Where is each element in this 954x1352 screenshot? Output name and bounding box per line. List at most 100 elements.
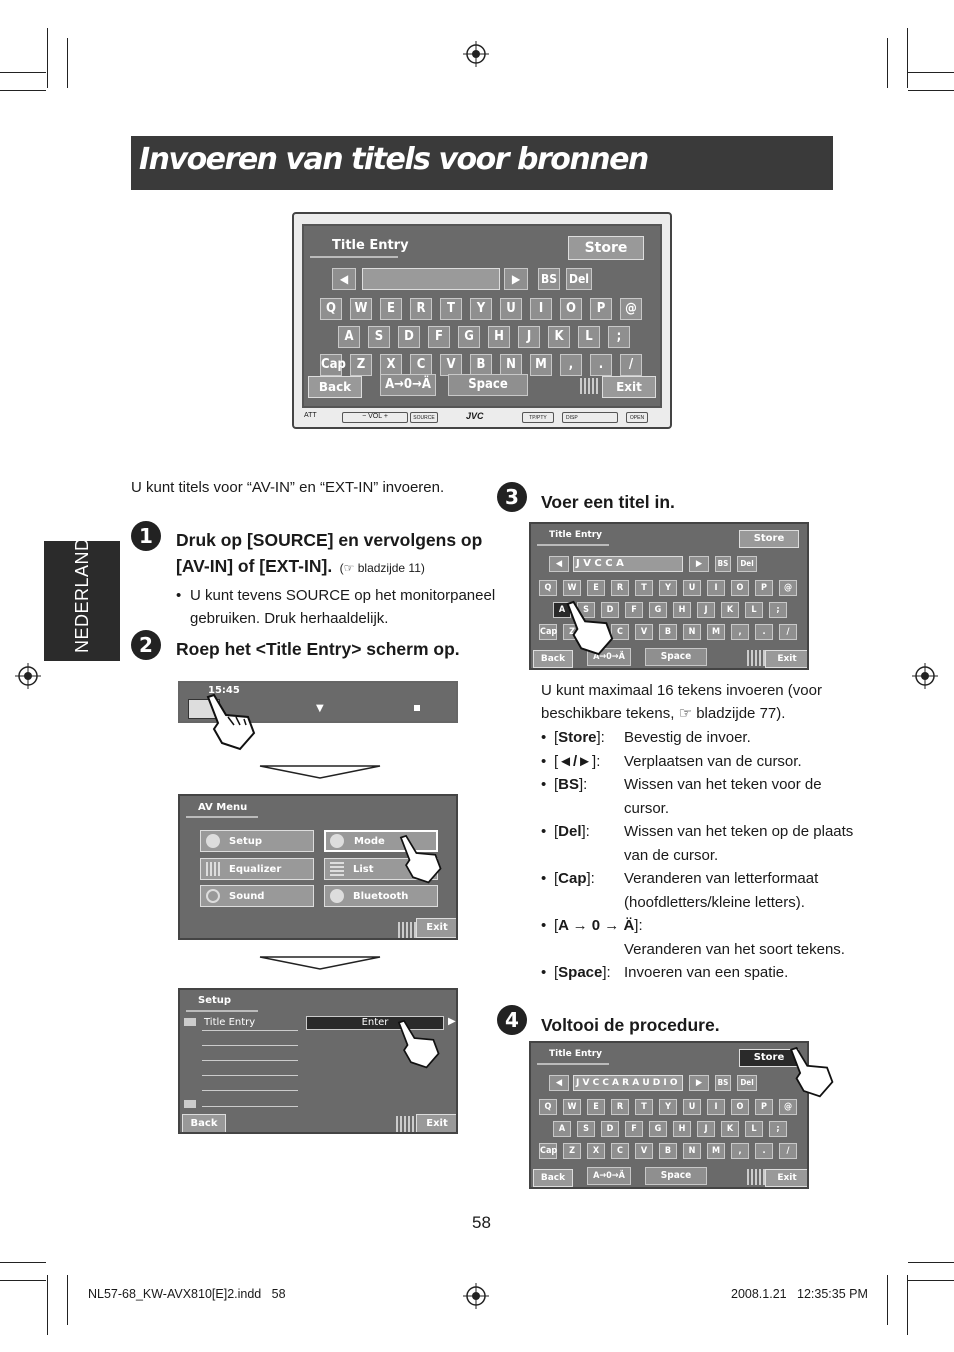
setup-exit-button[interactable]: Exit [416,1114,456,1132]
kb4-key-1-5[interactable]: H [673,1121,691,1137]
main-key-1-0[interactable]: A [338,326,360,348]
main-key-0-3[interactable]: R [410,298,432,320]
main-key-0-4[interactable]: T [440,298,462,320]
kb3-input-field[interactable]: J V C C A [573,556,683,572]
main-key-2-7[interactable]: M [530,354,552,376]
kb3-key-2-3[interactable]: C [611,624,629,640]
kb4-key-0-9[interactable]: P [755,1099,773,1115]
kb4-key-2-7[interactable]: M [707,1143,725,1159]
kb3-key-2-7[interactable]: M [707,624,725,640]
bluetooth-menu-item[interactable]: Bluetooth [324,885,438,907]
main-key-2-2[interactable]: X [380,354,402,376]
kb3-space[interactable]: Space [645,648,707,666]
kb3-key-0-6[interactable]: U [683,580,701,596]
av-exit-button[interactable]: Exit [416,918,456,938]
disp-button[interactable]: DISP [562,412,618,423]
kb3-key-0-1[interactable]: W [563,580,581,596]
space-button[interactable]: Space [448,374,528,396]
main-key-2-10[interactable]: / [620,354,642,376]
kb4-key-2-3[interactable]: C [611,1143,629,1159]
kb4-bs[interactable]: BS [715,1075,731,1091]
kb3-key-1-4[interactable]: G [649,602,667,618]
main-key-2-5[interactable]: B [470,354,492,376]
main-key-1-1[interactable]: S [368,326,390,348]
back-button[interactable]: Back [308,376,362,398]
cursor-left-button[interactable]: ◀ [332,268,356,290]
kb4-key-1-6[interactable]: J [697,1121,715,1137]
kb3-key-0-2[interactable]: E [587,580,605,596]
main-key-2-6[interactable]: N [500,354,522,376]
kb4-key-1-1[interactable]: S [577,1121,595,1137]
kb3-del[interactable]: Del [737,556,757,572]
kb4-key-2-8[interactable]: , [731,1143,749,1159]
kb3-key-0-8[interactable]: O [731,580,749,596]
volume-button[interactable]: − VOL + [342,412,408,423]
kb4-key-0-5[interactable]: Y [659,1099,677,1115]
main-key-2-9[interactable]: . [590,354,612,376]
kb4-key-0-8[interactable]: O [731,1099,749,1115]
kb4-key-0-2[interactable]: E [587,1099,605,1115]
kb3-key-2-9[interactable]: . [755,624,773,640]
kb3-key-2-10[interactable]: / [779,624,797,640]
kb4-mode[interactable]: A→0→Ä [587,1167,631,1185]
source-button[interactable]: SOURCE [410,412,438,423]
kb3-key-2-6[interactable]: N [683,624,701,640]
main-key-2-1[interactable]: Z [350,354,372,376]
main-key-0-10[interactable]: @ [620,298,642,320]
kb3-key-1-8[interactable]: L [745,602,763,618]
kb4-key-2-0[interactable]: Cap [539,1143,557,1159]
kb3-key-0-7[interactable]: I [707,580,725,596]
scroll-down-icon[interactable] [184,1100,196,1108]
main-key-2-0[interactable]: Cap [320,354,346,376]
att-button[interactable]: ATT [304,412,317,419]
kb3-key-0-9[interactable]: P [755,580,773,596]
kb4-left[interactable]: ◀ [549,1075,569,1091]
kb3-key-0-10[interactable]: @ [779,580,797,596]
kb4-key-2-6[interactable]: N [683,1143,701,1159]
cursor-right-button[interactable]: ▶ [504,268,528,290]
kb3-key-0-0[interactable]: Q [539,580,557,596]
main-key-0-7[interactable]: I [530,298,552,320]
backspace-button[interactable]: BS [538,268,560,290]
kb4-key-1-0[interactable]: A [553,1121,571,1137]
kb4-key-0-7[interactable]: I [707,1099,725,1115]
kb4-key-1-8[interactable]: L [745,1121,763,1137]
kb3-store-button[interactable]: Store [739,530,799,548]
kb4-store-button[interactable]: Store [739,1049,799,1067]
main-key-1-4[interactable]: G [458,326,480,348]
kb4-right[interactable]: ▶ [689,1075,709,1091]
kb3-key-2-4[interactable]: V [635,624,653,640]
main-key-1-9[interactable]: ; [608,326,630,348]
main-key-0-2[interactable]: E [380,298,402,320]
kb3-bs[interactable]: BS [715,556,731,572]
main-key-1-7[interactable]: K [548,326,570,348]
main-key-2-3[interactable]: C [410,354,432,376]
kb4-key-1-3[interactable]: F [625,1121,643,1137]
kb3-exit[interactable]: Exit [765,650,807,668]
main-key-2-4[interactable]: V [440,354,462,376]
kb3-key-1-7[interactable]: K [721,602,739,618]
kb4-key-2-1[interactable]: Z [563,1143,581,1159]
main-key-0-1[interactable]: W [350,298,372,320]
equalizer-menu-item[interactable]: Equalizer [200,858,314,880]
tp-pty-button[interactable]: TP/PTY [522,412,554,423]
main-key-1-5[interactable]: H [488,326,510,348]
main-key-1-6[interactable]: J [518,326,540,348]
main-key-0-0[interactable]: Q [320,298,342,320]
kb3-key-1-2[interactable]: D [601,602,619,618]
kb4-key-1-9[interactable]: ; [769,1121,787,1137]
kb4-key-1-4[interactable]: G [649,1121,667,1137]
kb3-key-1-5[interactable]: H [673,602,691,618]
kb3-left[interactable]: ◀ [549,556,569,572]
kb3-key-2-5[interactable]: B [659,624,677,640]
main-key-0-9[interactable]: P [590,298,612,320]
title-entry-row[interactable]: Title Entry [204,1017,256,1028]
main-key-1-2[interactable]: D [398,326,420,348]
enter-button[interactable]: Enter [306,1016,444,1030]
kb4-key-2-10[interactable]: / [779,1143,797,1159]
kb3-key-2-8[interactable]: , [731,624,749,640]
kb4-key-0-10[interactable]: @ [779,1099,797,1115]
kb3-key-1-9[interactable]: ; [769,602,787,618]
kb4-key-2-5[interactable]: B [659,1143,677,1159]
char-mode-button[interactable]: A→0→Ä [380,374,436,396]
